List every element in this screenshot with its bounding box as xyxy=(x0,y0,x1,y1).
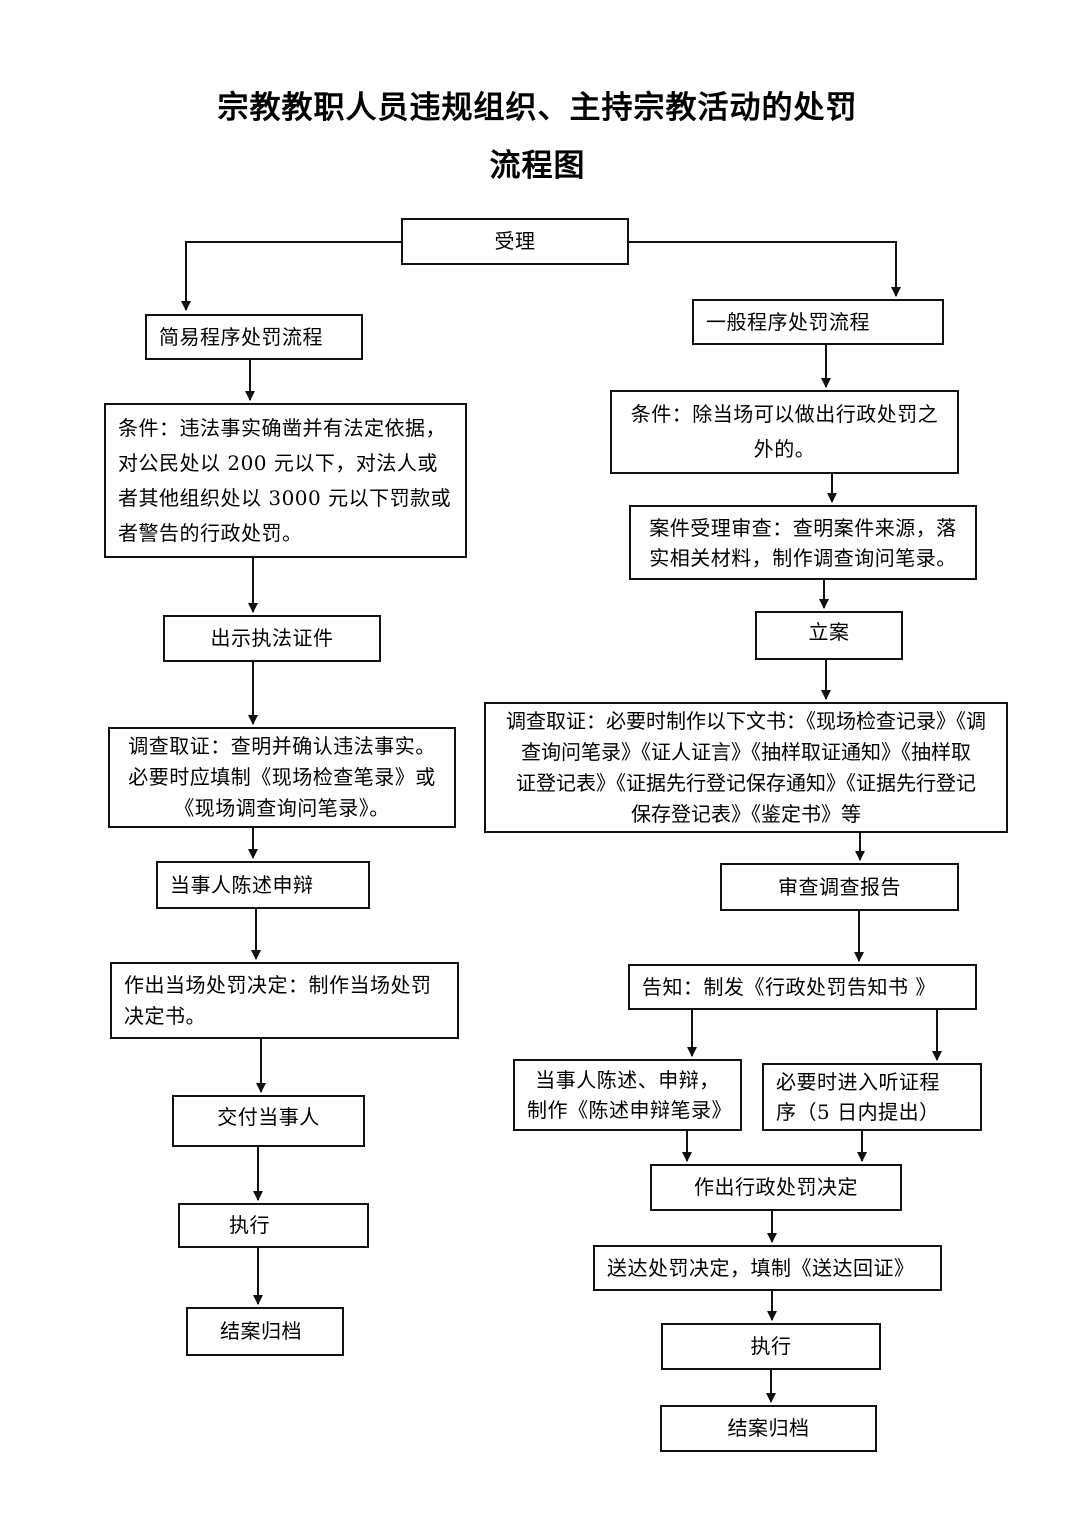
notify-box: 告知：制发《行政处罚告知书 》 xyxy=(628,964,977,1010)
simple-condition-line: 对公民处以 200 元以下，对法人或 xyxy=(118,450,438,475)
simple-decision-line: 决定书。 xyxy=(124,1004,206,1028)
case-review-line: 实相关材料，制作调查询问笔录。 xyxy=(649,545,957,570)
general-procedure-header: 一般程序处罚流程 xyxy=(692,299,944,345)
simple-condition-line: 条件：违法事实确凿并有法定依据， xyxy=(118,415,446,440)
general-decision-label: 作出行政处罚决定 xyxy=(694,1175,858,1199)
show-id-box: 出示执法证件 xyxy=(163,615,381,662)
simple-investigate-line: 《现场调查询问笔录》。 xyxy=(174,796,390,820)
arrow-start-to-simple xyxy=(181,241,401,311)
general-condition-box: 条件：除当场可以做出行政处罚之 外的。 xyxy=(610,390,959,474)
general-close-label: 结案归档 xyxy=(727,1416,810,1440)
file-case-box: 立案 xyxy=(755,611,903,660)
page-title: 宗教教职人员违规组织、主持宗教活动的处罚 xyxy=(217,90,858,126)
simple-execute-box: 执行 xyxy=(178,1203,369,1248)
simple-investigate-line: 调查取证：查明并确认违法事实。 xyxy=(128,734,436,758)
simple-header-label: 简易程序处罚流程 xyxy=(159,324,323,349)
simple-statement-box: 当事人陈述申辩 xyxy=(156,861,370,909)
general-investigate-line: 保存登记表》《鉴定书》等 xyxy=(631,801,861,826)
simple-decision-box: 作出当场处罚决定：制作当场处罚 决定书。 xyxy=(110,962,459,1039)
arrow-start-to-general xyxy=(629,241,901,297)
simple-decision-line: 作出当场处罚决定：制作当场处罚 xyxy=(124,973,432,997)
serve-label: 送达处罚决定，填制《送达回证》 xyxy=(607,1255,915,1280)
serve-box: 送达处罚决定，填制《送达回证》 xyxy=(593,1245,942,1291)
general-condition-line: 外的。 xyxy=(753,437,816,461)
general-statement-line: 制作《陈述申辩笔录》 xyxy=(527,1098,732,1122)
simple-execute-label: 执行 xyxy=(229,1213,270,1237)
simple-investigate-box: 调查取证：查明并确认违法事实。 必要时应填制《现场检查笔录》或 《现场调查询问笔… xyxy=(108,727,456,828)
case-review-line: 案件受理审查：查明案件来源，落 xyxy=(649,515,957,540)
general-close-box: 结案归档 xyxy=(660,1405,877,1452)
general-investigate-line: 调查取证：必要时制作以下文书：《现场检查记录》《调 xyxy=(506,708,986,733)
simple-condition-box: 条件：违法事实确凿并有法定依据， 对公民处以 200 元以下，对法人或 者其他组… xyxy=(104,403,467,558)
hearing-line: 序（5 日内提出） xyxy=(776,1100,940,1124)
simple-close-box: 结案归档 xyxy=(186,1307,344,1356)
general-execute-box: 执行 xyxy=(661,1323,881,1370)
file-case-label: 立案 xyxy=(808,620,850,644)
general-investigate-line: 查询问笔录》《证人证言》《抽样取证通知》《抽样取 xyxy=(521,739,971,764)
deliver-box: 交付当事人 xyxy=(172,1095,365,1147)
simple-statement-label: 当事人陈述申辩 xyxy=(170,872,314,897)
simple-close-label: 结案归档 xyxy=(220,1319,302,1343)
start-label: 受理 xyxy=(494,229,536,253)
general-investigate-box: 调查取证：必要时制作以下文书：《现场检查记录》《调 查询问笔录》《证人证言》《抽… xyxy=(484,702,1008,833)
simple-condition-line: 者警告的行政处罚。 xyxy=(118,520,303,545)
notify-label: 告知：制发《行政处罚告知书 》 xyxy=(642,974,936,999)
case-review-box: 案件受理审查：查明案件来源，落 实相关材料，制作调查询问笔录。 xyxy=(629,505,977,580)
general-condition-line: 条件：除当场可以做出行政处罚之 xyxy=(630,402,939,426)
general-statement-box: 当事人陈述、申辩， 制作《陈述申辩笔录》 xyxy=(513,1059,742,1131)
hearing-line: 必要时进入听证程 xyxy=(776,1070,940,1094)
simple-procedure-header: 简易程序处罚流程 xyxy=(145,314,363,360)
hearing-box: 必要时进入听证程 序（5 日内提出） xyxy=(762,1063,982,1131)
report-label: 审查调查报告 xyxy=(778,874,901,899)
show-id-label: 出示执法证件 xyxy=(210,626,334,650)
start-node: 受理 xyxy=(401,218,629,265)
general-header-label: 一般程序处罚流程 xyxy=(706,309,870,334)
simple-condition-line: 者其他组织处以 3000 元以下罚款或 xyxy=(118,485,452,510)
deliver-label: 交付当事人 xyxy=(217,1104,320,1129)
general-investigate-line: 证登记表》《证据先行登记保存通知》《证据先行登记 xyxy=(516,770,976,795)
general-statement-line: 当事人陈述、申辩， xyxy=(535,1068,720,1092)
general-execute-label: 执行 xyxy=(750,1334,792,1358)
page-subtitle: 流程图 xyxy=(489,148,586,184)
general-decision-box: 作出行政处罚决定 xyxy=(650,1164,902,1211)
simple-investigate-line: 必要时应填制《现场检查笔录》或 xyxy=(128,765,436,789)
report-box: 审查调查报告 xyxy=(720,863,959,911)
